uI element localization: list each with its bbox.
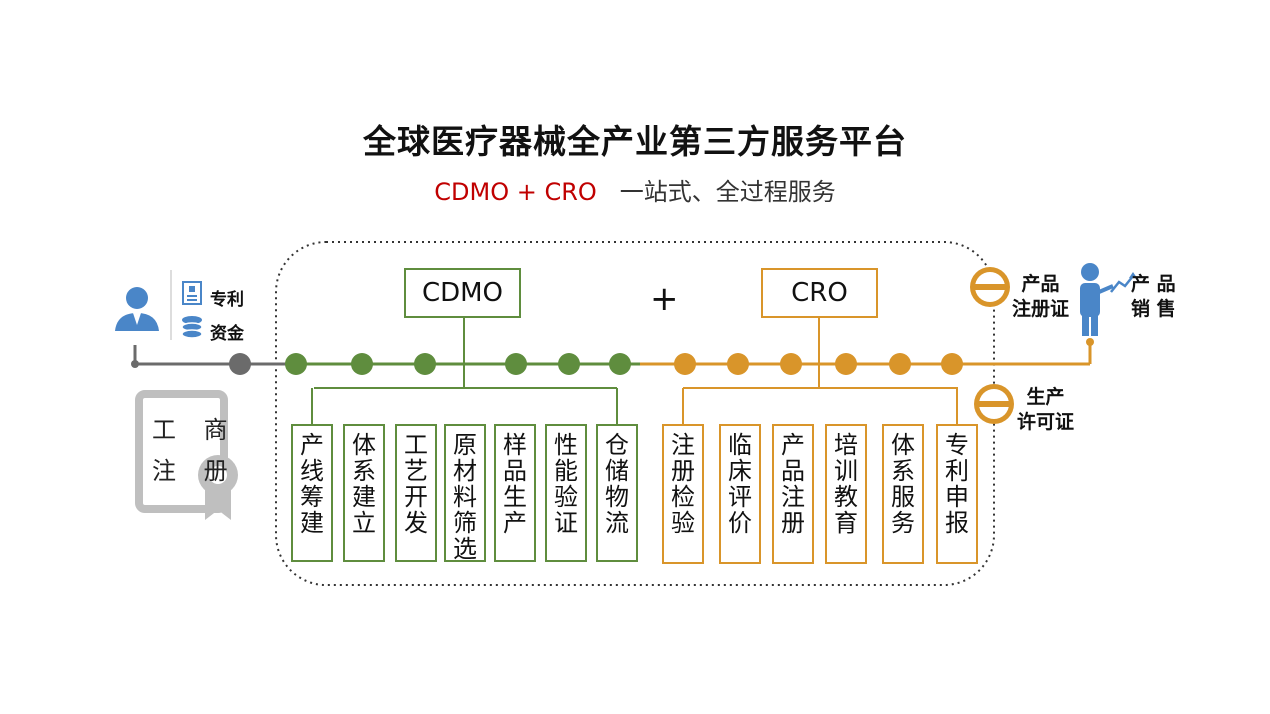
timeline-gray-node	[229, 353, 251, 375]
cro-item: 专利申报	[936, 424, 978, 564]
production-license-line2: 许可证	[1017, 411, 1075, 433]
cdmo-item: 性能验证	[545, 424, 587, 562]
cro-item: 产品注册	[772, 424, 814, 564]
cdmo-timeline-dot	[505, 353, 527, 375]
cro-timeline-dot	[674, 353, 696, 375]
page-title: 全球医疗器械全产业第三方服务平台	[363, 122, 907, 161]
certificate-icon	[135, 390, 238, 520]
timeline-start-dot	[131, 360, 139, 368]
businessman-icon	[115, 287, 159, 331]
timeline-end-dot	[1086, 338, 1094, 346]
cro-header: CRO	[761, 268, 878, 318]
cro-timeline-dot	[727, 353, 749, 375]
cdmo-item: 原材料筛选	[444, 424, 486, 562]
document-icon	[182, 281, 202, 305]
cert-line1: 工 商	[152, 416, 238, 444]
funds-label: 资金	[210, 324, 244, 344]
badge-icon-license	[974, 384, 1014, 424]
production-license-label: 生产 许可证	[1017, 385, 1074, 435]
plus-sign: +	[650, 279, 679, 319]
cro-item: 体系服务	[882, 424, 924, 564]
subtitle-cdmo-cro: CDMO + CRO	[434, 178, 597, 206]
cdmo-timeline-dot	[351, 353, 373, 375]
sales-line2: 销 售	[1131, 298, 1176, 320]
subtitle-one-stop: 一站式、全过程服务	[619, 178, 836, 206]
cro-timeline-dot	[941, 353, 963, 375]
cdmo-timeline-dot	[414, 353, 436, 375]
coins-icon	[181, 316, 203, 339]
cro-item: 临床评价	[719, 424, 761, 564]
sales-label: 产 品 销 售	[1131, 272, 1176, 322]
patent-label: 专利	[210, 290, 244, 310]
cdmo-timeline-dot	[558, 353, 580, 375]
cdmo-item: 仓储物流	[596, 424, 638, 562]
cro-dots	[674, 353, 963, 375]
registration-cert-label: 产品 注册证	[1012, 272, 1069, 322]
page-subtitle: CDMO + CRO 一站式、全过程服务	[0, 172, 1270, 207]
cdmo-dots	[285, 353, 631, 375]
cro-timeline-dot	[835, 353, 857, 375]
cro-branches	[682, 388, 958, 424]
sales-line1: 产 品	[1131, 273, 1176, 295]
cro-item: 培训教育	[825, 424, 867, 564]
cdmo-item: 产线筹建	[291, 424, 333, 562]
cro-timeline-dot	[780, 353, 802, 375]
cdmo-timeline-dot	[285, 353, 307, 375]
cdmo-item: 工艺开发	[395, 424, 437, 562]
cdmo-header: CDMO	[404, 268, 521, 318]
cro-item: 注册检验	[662, 424, 704, 564]
registration-cert-line1: 产品	[1021, 273, 1060, 295]
cro-timeline-dot	[889, 353, 911, 375]
cdmo-timeline-dot	[609, 353, 631, 375]
presenter-icon	[1080, 263, 1137, 336]
registration-cert-line2: 注册证	[1012, 298, 1070, 320]
cdmo-item: 体系建立	[343, 424, 385, 562]
badge-icon-registration	[970, 267, 1010, 307]
cert-line2: 注 册	[152, 457, 238, 485]
cdmo-branches	[311, 388, 618, 424]
cdmo-item: 样品生产	[494, 424, 536, 562]
production-license-line1: 生产	[1026, 386, 1065, 408]
